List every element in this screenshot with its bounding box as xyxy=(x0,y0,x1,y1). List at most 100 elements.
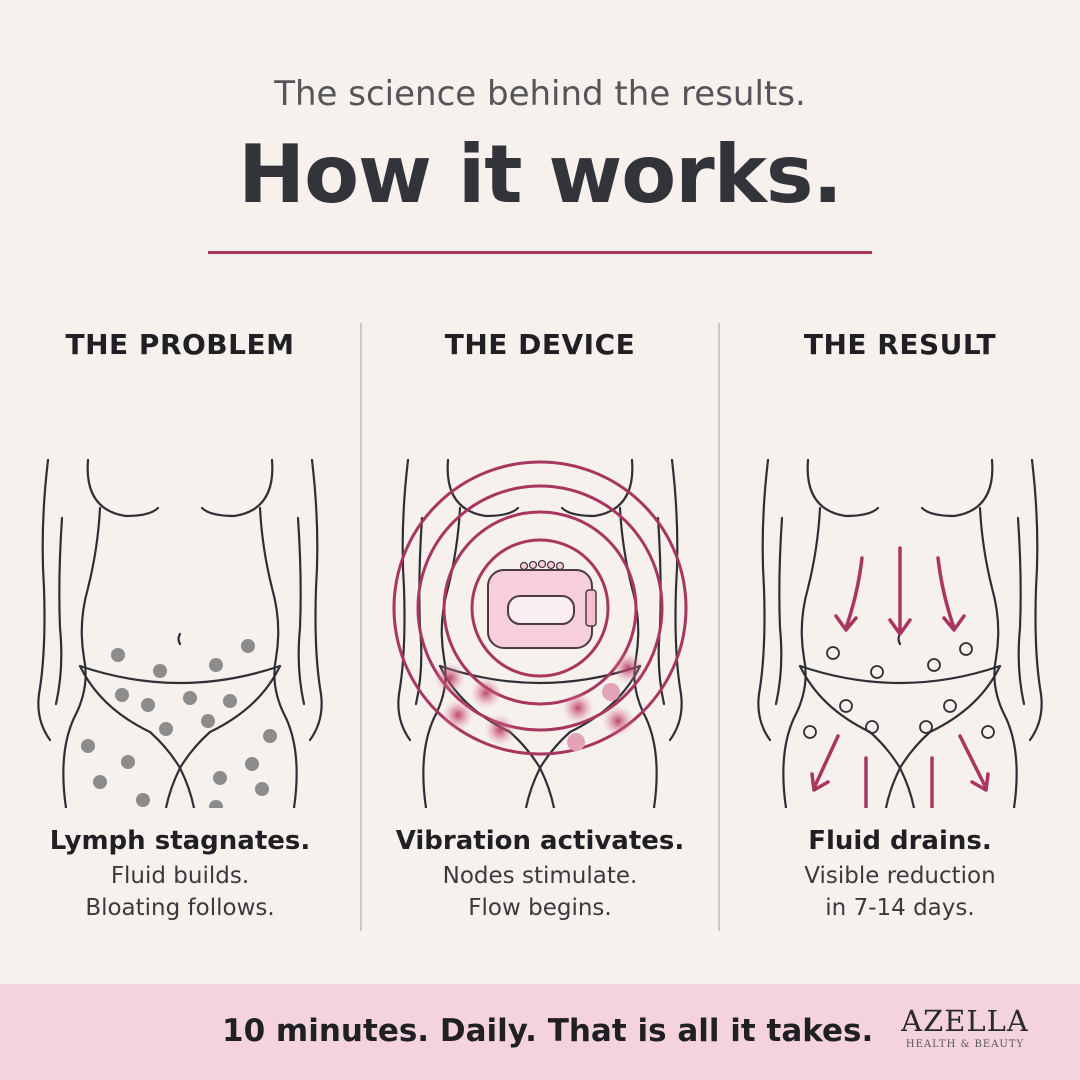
clear-node xyxy=(865,720,879,734)
column-heading: THE RESULT xyxy=(803,328,997,361)
activated-node xyxy=(567,733,585,751)
stagnant-node xyxy=(213,771,227,785)
body-contour xyxy=(422,506,462,808)
device-icon xyxy=(487,559,597,649)
body-contour xyxy=(774,516,784,706)
body-contour xyxy=(668,458,683,742)
activated-node xyxy=(602,683,620,701)
activated-node xyxy=(434,662,466,694)
clear-node-group xyxy=(803,642,995,739)
stagnant-node xyxy=(263,729,277,743)
activated-node xyxy=(562,692,594,724)
column-device: THE DEVICE xyxy=(360,318,720,920)
column-divider-left xyxy=(360,323,362,931)
body-contour xyxy=(978,506,1018,808)
body-contour xyxy=(757,458,772,742)
stagnant-node xyxy=(81,739,95,753)
stagnant-node xyxy=(153,664,167,678)
clear-node xyxy=(826,646,840,660)
column-lead: Lymph stagnates. xyxy=(49,826,311,856)
arrow-down-icon xyxy=(936,556,966,632)
arrow-down-icon xyxy=(888,546,912,636)
column-heading: THE DEVICE xyxy=(444,328,636,361)
activated-node xyxy=(442,699,474,731)
stagnant-node xyxy=(223,694,237,708)
body-contour xyxy=(178,766,196,808)
body-contour xyxy=(798,664,1002,685)
body-contour xyxy=(37,458,52,742)
clear-node xyxy=(943,699,957,713)
stagnant-node xyxy=(241,639,255,653)
body-contour xyxy=(538,766,556,808)
stagnant-node xyxy=(255,782,269,796)
clear-node xyxy=(803,725,817,739)
clear-node xyxy=(981,725,995,739)
arrow-down-icon xyxy=(930,756,934,808)
arrow-down-icon xyxy=(864,756,868,808)
clear-node xyxy=(919,720,933,734)
footer-banner: 10 minutes. Daily. That is all it takes.… xyxy=(0,984,1080,1080)
column-line-1: Fluid builds. xyxy=(110,863,250,889)
activated-node xyxy=(470,677,502,709)
activated-node xyxy=(602,705,634,737)
activated-node-group xyxy=(434,652,644,751)
stagnant-node xyxy=(209,658,223,672)
body-contour xyxy=(258,506,298,808)
stagnant-node-group xyxy=(81,639,277,808)
body-illustration-result xyxy=(757,458,1043,808)
column-line-2: Flow begins. xyxy=(468,895,612,922)
body-contour xyxy=(1016,516,1026,706)
torso-outline xyxy=(37,458,323,808)
body-contour xyxy=(78,664,282,685)
body-illustration-problem xyxy=(37,458,323,808)
column-line-2: Bloating follows. xyxy=(85,895,275,922)
body-contour xyxy=(446,458,520,518)
activated-node xyxy=(612,652,644,684)
body-contour xyxy=(397,458,412,742)
brand-tagline: HEALTH & BEAUTY xyxy=(905,1039,1025,1050)
body-contour xyxy=(177,632,182,646)
body-contour xyxy=(164,766,182,808)
body-contour xyxy=(62,506,102,808)
stagnant-node xyxy=(136,793,150,807)
stagnant-node xyxy=(245,757,259,771)
stagnant-node xyxy=(93,775,107,789)
vibration-rings xyxy=(392,460,688,756)
body-contour xyxy=(308,458,323,742)
column-result: THE RESULT Fluid drains. Visible reduct xyxy=(720,318,1080,920)
column-divider-right xyxy=(718,323,720,931)
page-subtitle: The science behind the results. xyxy=(274,74,806,114)
page-title: How it works. xyxy=(238,128,843,221)
clear-node xyxy=(959,642,973,656)
column-line-1: Visible reduction xyxy=(804,863,996,889)
arrow-down-icon xyxy=(810,734,840,792)
title-divider xyxy=(208,251,872,254)
body-contour xyxy=(200,458,274,518)
body-contour xyxy=(898,766,916,808)
clear-node xyxy=(870,665,884,679)
body-contour xyxy=(524,766,542,808)
column-line-1: Nodes stimulate. xyxy=(442,863,638,889)
body-contour xyxy=(920,458,994,518)
body-contour xyxy=(54,516,64,706)
body-contour xyxy=(296,516,306,706)
clear-node xyxy=(927,658,941,672)
column-problem: THE PROBLEM Lymph stagnates. Fluid xyxy=(0,318,360,920)
body-contour xyxy=(806,458,880,518)
stagnant-node xyxy=(121,755,135,769)
stagnant-node xyxy=(209,800,223,808)
stagnant-node xyxy=(159,722,173,736)
body-contour xyxy=(560,458,634,518)
column-line-2: in 7-14 days. xyxy=(825,895,975,922)
column-lead: Fluid drains. xyxy=(808,826,992,856)
arrow-down-icon xyxy=(834,556,864,632)
body-contour xyxy=(1028,458,1043,742)
body-contour xyxy=(884,766,902,808)
footer-tagline: 10 minutes. Daily. That is all it takes. xyxy=(222,1013,874,1049)
stagnant-node xyxy=(141,698,155,712)
activated-node xyxy=(484,714,516,746)
drainage-arrows xyxy=(810,546,990,808)
stagnant-node xyxy=(183,691,197,705)
body-contour xyxy=(782,506,822,808)
body-contour xyxy=(78,664,282,771)
